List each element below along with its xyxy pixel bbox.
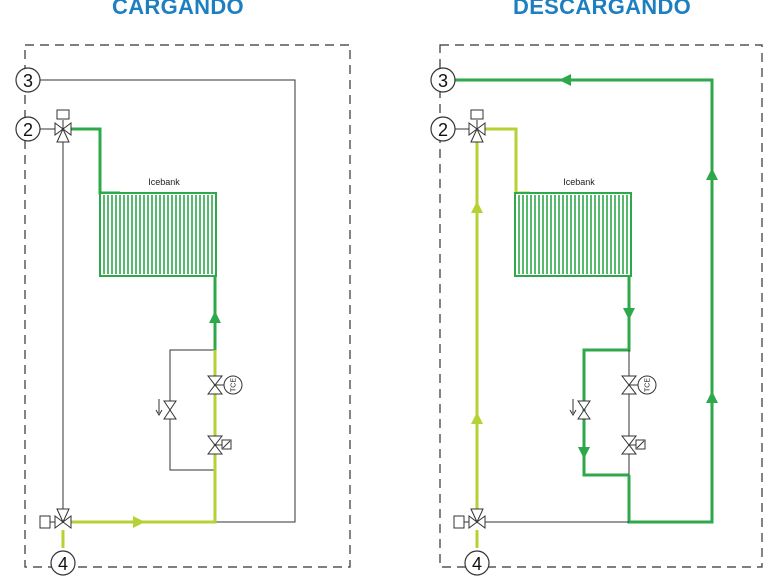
solenoid-valve	[206, 435, 232, 455]
three-way-valve-top	[468, 109, 486, 143]
flow-arrow	[559, 74, 571, 86]
tce-label: TCE	[231, 378, 238, 392]
svg-text:3: 3	[438, 71, 448, 91]
boundary-dashed	[439, 44, 763, 568]
branch-loop	[169, 349, 215, 471]
supply-pipe	[70, 127, 120, 195]
svg-text:2: 2	[438, 120, 448, 140]
port-3: 3	[430, 67, 456, 93]
supply-pipe	[484, 127, 530, 195]
icebank-coil	[514, 192, 632, 277]
port-2: 2	[430, 116, 456, 142]
title-discharging: DESCARGANDO	[513, 0, 692, 19]
tce-valve	[620, 375, 657, 395]
svg-text:4: 4	[472, 554, 482, 574]
check-valve	[155, 399, 177, 420]
flow-arrow	[209, 311, 221, 323]
icebank-label: Icebank	[563, 177, 595, 187]
flow-arrow	[706, 168, 718, 180]
svg-text:2: 2	[23, 120, 33, 140]
flow-arrow	[471, 201, 483, 213]
flow-arrow	[578, 447, 590, 459]
branch-loop	[582, 276, 631, 477]
boundary-dashed	[24, 44, 351, 568]
check-valve	[569, 399, 591, 420]
flow-arrow	[471, 412, 483, 424]
tce-valve	[206, 375, 243, 395]
title-charging: CARGANDO	[112, 0, 244, 19]
svg-text:4: 4	[58, 554, 68, 574]
panel-discharging: Icebank TCE	[430, 44, 763, 576]
icebank-label: Icebank	[148, 177, 180, 187]
return-line	[40, 79, 296, 523]
three-way-valve-bottom	[453, 508, 486, 529]
icebank-coil	[99, 192, 217, 277]
panel-charging: Icebank TCE	[15, 44, 351, 576]
flow-arrow	[133, 516, 145, 528]
port-2: 2	[15, 116, 41, 142]
solenoid-valve	[620, 435, 646, 455]
port-4: 4	[464, 550, 490, 576]
svg-text:3: 3	[23, 71, 33, 91]
port-3: 3	[15, 67, 41, 93]
flow-arrow	[706, 391, 718, 403]
flow-arrow	[623, 308, 635, 320]
discharge-return-pipe	[455, 78, 714, 524]
three-way-valve-bottom	[39, 508, 72, 529]
port-4: 4	[50, 550, 76, 576]
tce-label: TCE	[645, 378, 652, 392]
charging-return-pipe	[70, 350, 217, 524]
three-way-valve-top	[40, 109, 72, 143]
